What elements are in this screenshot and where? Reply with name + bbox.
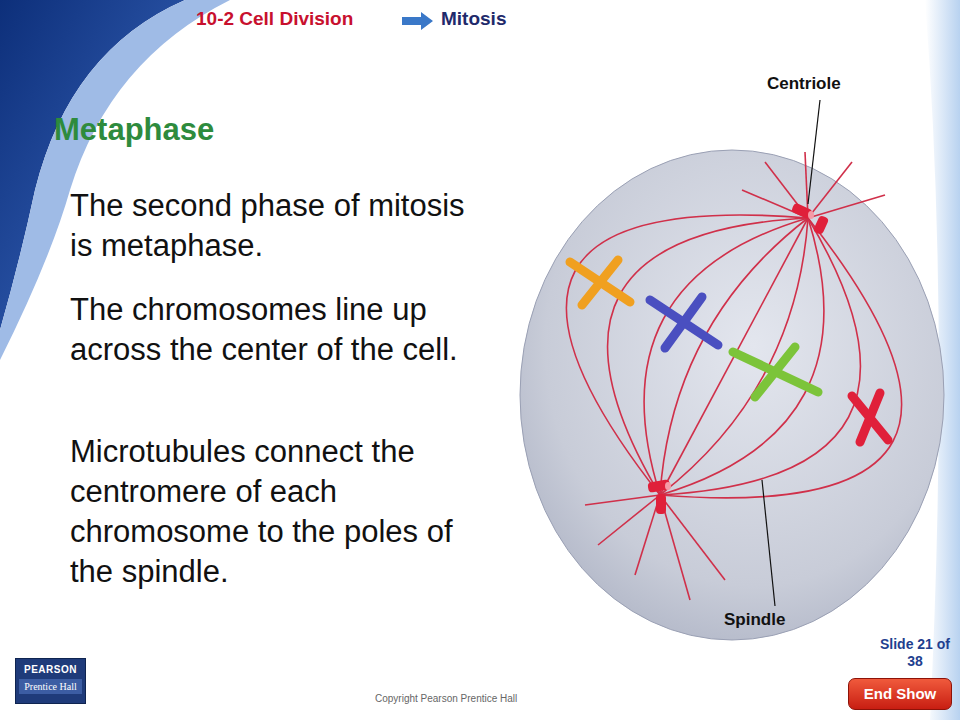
slide-title: Metaphase xyxy=(54,112,214,148)
cell-outline xyxy=(520,150,944,640)
leader-line xyxy=(762,480,775,606)
leader-line xyxy=(808,100,820,204)
centriole-top xyxy=(791,202,830,235)
slide-number: Slide 21 of 38 xyxy=(876,636,954,670)
end-show-button-text: End Show xyxy=(864,685,937,702)
end-show-button: End Show xyxy=(848,678,952,710)
body-text: The second phase of mitosis is metaphase… xyxy=(70,186,470,266)
publisher-logo-text: Prentice Hall xyxy=(19,679,82,694)
body-text: The chromosomes line up across the cente… xyxy=(70,290,470,370)
chromosome-red xyxy=(852,393,888,442)
chromosome-orange xyxy=(570,260,630,305)
header-arrow xyxy=(402,12,433,30)
section-header: Mitosis xyxy=(441,8,506,30)
chromosome-green xyxy=(733,347,818,397)
spindle-fibres xyxy=(566,152,901,600)
chromosome-blue xyxy=(650,297,718,348)
copyright-note: Copyright Pearson Prentice Hall xyxy=(375,693,517,704)
part-label: Spindle xyxy=(724,610,785,630)
publisher-logo-text: PEARSON xyxy=(19,664,82,675)
section-header: 10-2 Cell Division xyxy=(196,8,353,30)
body-text: Microtubules connect the centromere of e… xyxy=(70,432,470,592)
publisher-logo: PEARSON Prentice Hall xyxy=(15,658,86,704)
centriole-bottom xyxy=(647,479,671,514)
part-label: Centriole xyxy=(767,74,841,94)
